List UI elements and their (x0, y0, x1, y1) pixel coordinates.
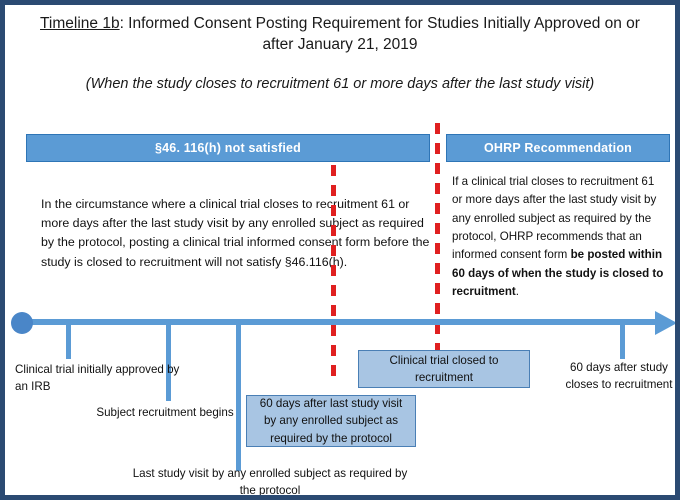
red-dashed-marker-study-closed (435, 123, 440, 353)
title-underlined-lead: Timeline 1b (40, 15, 120, 32)
callout-clinical-trial-closed: Clinical trial closed to recruitment (358, 350, 530, 388)
red-dashed-marker-last-visit-plus-60 (331, 165, 336, 380)
right-body-regular-lead: If a clinical trial closes to recruitmen… (452, 175, 657, 262)
timeline-label-subject-recruitment: Subject recruitment begins (96, 406, 234, 419)
header-bar-ohrp-recommendation: OHRP Recommendation (446, 134, 670, 162)
timeline-start-dot (11, 312, 33, 334)
timeline-label-60-days-after-close: 60 days after study closes to recruitmen… (565, 361, 673, 391)
page-title: Timeline 1b: Informed Consent Posting Re… (5, 13, 675, 56)
timeline-tick-60-days-after-close (620, 323, 625, 359)
title-rest: : Informed Consent Posting Requirement f… (119, 15, 640, 54)
timeline-tick-subject-recruitment (166, 323, 171, 401)
timeline-tick-irb-approval (66, 323, 71, 359)
right-body-tail: . (515, 284, 520, 298)
right-body-bold-emphasis: be posted within 60 days of when the stu… (452, 248, 664, 298)
header-bar-not-satisfied: §46. 116(h) not satisfied (26, 134, 430, 162)
timeline-label-irb-approval: Clinical trial initially approved by an … (15, 363, 180, 393)
timeline-tick-last-study-visit (236, 323, 241, 471)
timeline-arrowhead-icon (655, 311, 675, 335)
timeline-label-last-study-visit: Last study visit by any enrolled subject… (132, 467, 408, 497)
left-column-body-text: In the circumstance where a clinical tri… (41, 197, 430, 269)
timeline-axis (29, 319, 665, 325)
page-subtitle: (When the study closes to recruitment 61… (85, 76, 595, 92)
callout-60-days-after-last-visit: 60 days after last study visit by any en… (246, 395, 416, 447)
right-column-body-text: If a clinical trial closes to recruitmen… (452, 173, 666, 301)
